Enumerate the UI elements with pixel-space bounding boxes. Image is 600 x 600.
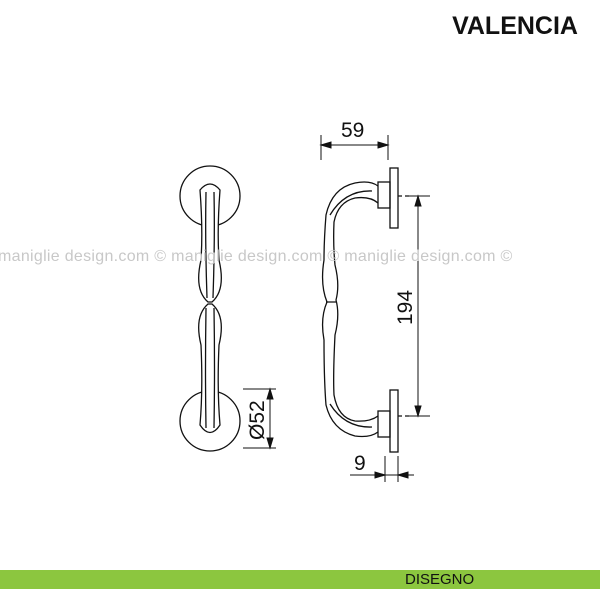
bottom-rosette-plate bbox=[389, 389, 399, 453]
dimension-rosette-thickness: 9 bbox=[354, 452, 366, 475]
dimension-projection: 59 bbox=[341, 119, 364, 142]
dimension-rosette-diameter: Ø52 bbox=[246, 400, 269, 440]
top-rosette-plate bbox=[389, 167, 399, 229]
dimension-lines bbox=[243, 135, 430, 482]
front-grip bbox=[198, 183, 222, 434]
product-title: VALENCIA bbox=[452, 12, 578, 40]
side-grip bbox=[321, 181, 379, 438]
footer-label: DISEGNO bbox=[405, 571, 475, 588]
top-neck bbox=[377, 181, 391, 209]
watermark: maniglie design.com © maniglie design.co… bbox=[0, 248, 513, 265]
footer-bar: DISEGNO bbox=[0, 570, 600, 589]
dimension-center-distance: 194 bbox=[394, 290, 417, 325]
front-view bbox=[179, 165, 241, 452]
bottom-neck bbox=[377, 410, 391, 438]
side-grip-inner bbox=[333, 196, 379, 422]
side-grip-mid bbox=[326, 190, 373, 428]
side-view bbox=[321, 167, 412, 453]
